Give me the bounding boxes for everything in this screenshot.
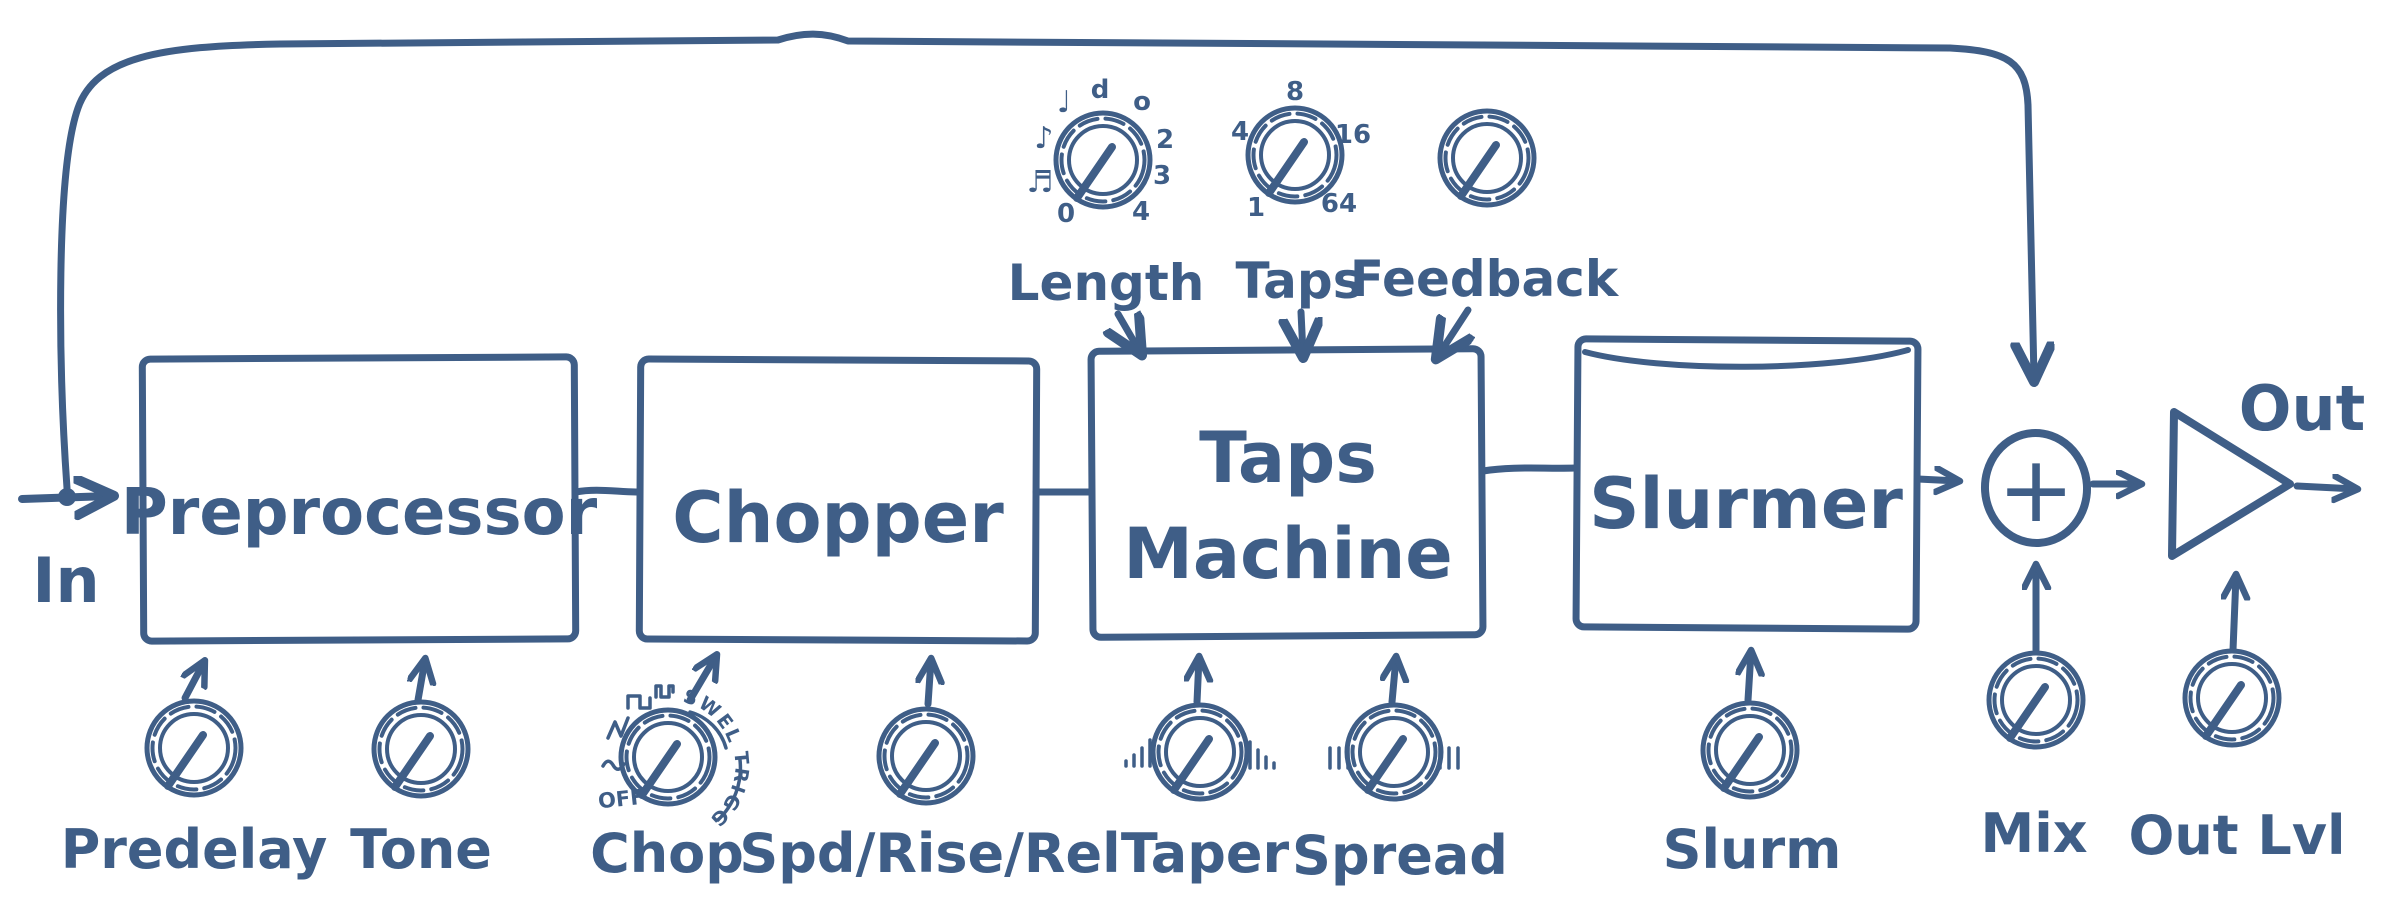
knob-tone-label: Tone [350, 818, 492, 881]
out-label: Out [2239, 372, 2365, 445]
knob-length-label: Length [1008, 254, 1205, 312]
sine-wave-icon [601, 759, 626, 771]
triangle-wave-icon [606, 716, 630, 740]
taps-tick-8: 8 [1286, 77, 1304, 107]
knob-slurm-label: Slurm [1663, 818, 1842, 881]
in-wire [18, 496, 110, 499]
knob-feedback-label: Feedback [1350, 250, 1620, 308]
slurm-arrow [1748, 652, 1751, 704]
length-tick-2: 2 [1156, 125, 1174, 155]
block-taps-machine-label-line2: Machine [1123, 513, 1453, 595]
pulse-wave-icon [654, 684, 675, 699]
block-slurmer-label: Slurmer [1589, 463, 1903, 545]
taps-tick-64: 64 [1321, 189, 1357, 219]
feedback-knob-arrow [1438, 306, 1468, 356]
length-arrow [1118, 314, 1140, 352]
whole-note-icon: o [1133, 87, 1151, 117]
svg-text:SWELL: SWELL [0, 0, 746, 747]
wire-taps-slurmer [1479, 464, 1579, 475]
half-note-icon: d [1091, 75, 1110, 105]
knob-spread-label: Spread [1292, 824, 1508, 887]
taps-tick-4: 4 [1231, 117, 1249, 147]
knob-spd-rise-rel: Spd/Rise/Rel [739, 660, 1121, 885]
block-chopper-label: Chopper [672, 477, 1004, 559]
block-taps-machine: Taps Machine [1087, 345, 1487, 641]
block-taps-machine-label-line1: Taps [1199, 417, 1377, 499]
block-chopper: Chopper [635, 355, 1041, 645]
swell-arc-mark [688, 710, 728, 750]
knob-spread: Spread [1292, 658, 1508, 887]
predelay-arrow [185, 662, 204, 702]
sixteenth-note-icon: ♬ [1027, 165, 1054, 200]
spd-rise-rel-arrow [928, 660, 931, 708]
knob-taper: Taper [1121, 658, 1290, 885]
knob-mix-label: Mix [1980, 802, 2087, 865]
knob-tone: Tone [350, 660, 492, 881]
ramp-down-bars-icon [1248, 740, 1276, 770]
wire-amp-out [2293, 486, 2356, 489]
knob-length: 0 ♬ ♪ ♩ d o 2 3 4 Length [1008, 75, 1205, 352]
wire-preprocessor-chopper [572, 486, 642, 496]
knob-slurm: Slurm [1663, 652, 1842, 881]
square-wave-icon [626, 694, 652, 710]
tone-arrow [418, 660, 425, 704]
taps-arrow [1301, 308, 1303, 354]
chop-tick-swell: SWELL [0, 0, 744, 747]
knob-feedback: Feedback [1350, 109, 1620, 356]
block-preprocessor: Preprocessor [121, 353, 598, 645]
knob-spd-rise-rel-label: Spd/Rise/Rel [739, 822, 1120, 885]
taps-tick-1: 1 [1247, 193, 1265, 223]
knob-chop-label: Chop [590, 822, 744, 885]
trigger-arc-mark [716, 758, 743, 822]
knob-mix: Mix [1980, 566, 2087, 865]
knob-predelay: Predelay [61, 662, 328, 881]
knob-taper-label: Taper [1121, 822, 1290, 885]
length-tick-0: 0 [1057, 199, 1075, 229]
block-slurmer: Slurmer [1572, 335, 1922, 633]
summing-node-plus: + [1997, 436, 2074, 543]
summing-node: + [1980, 429, 2092, 547]
block-preprocessor-label: Preprocessor [121, 476, 598, 550]
chop-arrow [686, 656, 716, 704]
length-tick-3: 3 [1153, 161, 1171, 191]
taper-arrow [1197, 658, 1199, 706]
taps-tick-16: 16 [1335, 120, 1371, 150]
chop-tick-off: OFF [597, 785, 646, 814]
eighth-note-icon: ♪ [1034, 121, 1053, 156]
even-bars-icon [1438, 746, 1460, 770]
knob-taps-label: Taps [1236, 252, 1363, 310]
knob-taps: 8 4 16 1 64 Taps [1231, 77, 1371, 354]
out-lvl-arrow [2233, 576, 2236, 654]
ramp-up-bars-icon [1124, 738, 1152, 768]
wire-slurmer-sum [1914, 479, 1958, 481]
knob-predelay-label: Predelay [61, 818, 328, 881]
knob-out-lvl: Out Lvl [2128, 576, 2346, 867]
length-tick-4: 4 [1132, 197, 1150, 227]
spread-arrow [1392, 658, 1396, 706]
knob-out-lvl-label: Out Lvl [2128, 804, 2345, 867]
even-bars-icon [1328, 746, 1350, 770]
quarter-note-icon: ♩ [1057, 85, 1071, 120]
output-amp-triangle [2168, 408, 2294, 560]
in-label: In [32, 544, 99, 617]
